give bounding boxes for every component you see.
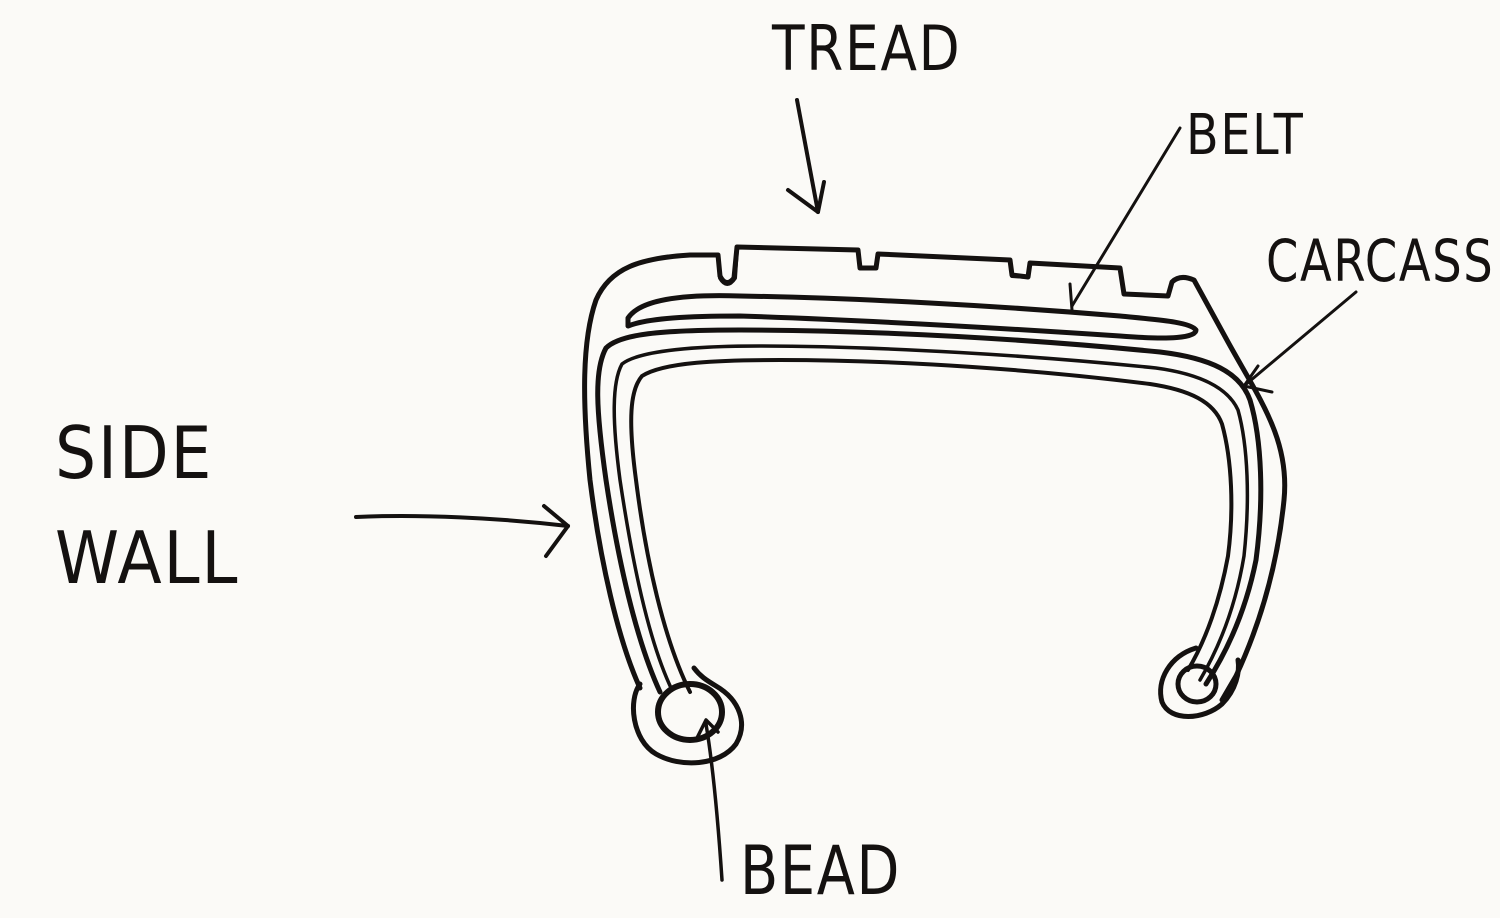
tread-arrow [786, 98, 826, 214]
bead-left [631, 665, 744, 766]
carcass-leader-arrow [1242, 290, 1358, 394]
carcass-ply [595, 327, 1264, 695]
belt-layer [625, 293, 1199, 341]
label-sidewall-line2: WALL [55, 516, 240, 600]
sidewall-arrow [354, 504, 570, 558]
label-carcass: CARCASS [1266, 227, 1495, 295]
tread-grooves [716, 246, 1032, 286]
belt-leader-arrow [1068, 126, 1182, 312]
label-belt: BELT [1186, 103, 1305, 168]
label-bead: BEAD [740, 832, 902, 911]
bead-leader-arrow [694, 718, 724, 882]
label-tread: TREAD [772, 12, 962, 85]
bead-right [1158, 645, 1241, 719]
inner-liner [629, 358, 1234, 694]
label-sidewall-line1: SIDE [55, 411, 214, 495]
